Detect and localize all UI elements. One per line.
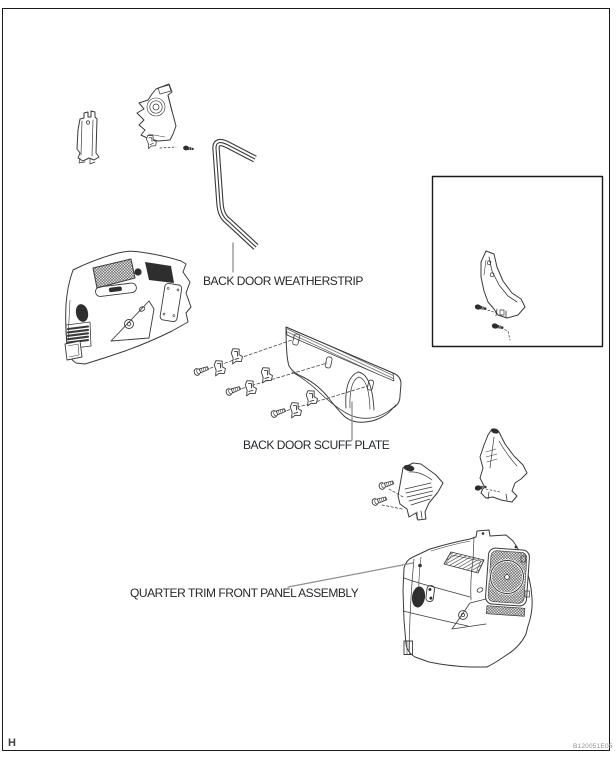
- quarter-trim-rear-panel-drawing: [64, 250, 192, 365]
- scuff-plate-screws: [192, 364, 287, 419]
- quarter-trim-front-panel-drawing: [402, 529, 533, 668]
- scuff-plate-label: BACK DOOR SCUFF PLATE: [243, 438, 390, 452]
- page-border: [2, 8, 610, 751]
- figure-code: B120051E05: [573, 743, 613, 750]
- quarter-trim-bracket-drawing: [473, 250, 526, 341]
- inset-detail-box: [431, 175, 604, 348]
- pillar-garnish-upper-drawing: [136, 83, 195, 152]
- page-section-letter: H: [8, 737, 16, 749]
- back-door-scuff-plate-drawing: [192, 326, 402, 423]
- quarter-trim-leader-line: [287, 562, 414, 588]
- quarter-trim-label: QUARTER TRIM FRONT PANEL ASSEMBLY: [130, 586, 359, 600]
- pillar-garnish-lower-drawing: [76, 110, 100, 165]
- quarter-pillar-garnish-drawing: [473, 428, 528, 503]
- back-door-side-garnish-drawing: [370, 462, 444, 521]
- weatherstrip-label: BACK DOOR WEATHERSTRIP: [203, 274, 363, 288]
- back-door-weatherstrip-drawing: [212, 138, 259, 250]
